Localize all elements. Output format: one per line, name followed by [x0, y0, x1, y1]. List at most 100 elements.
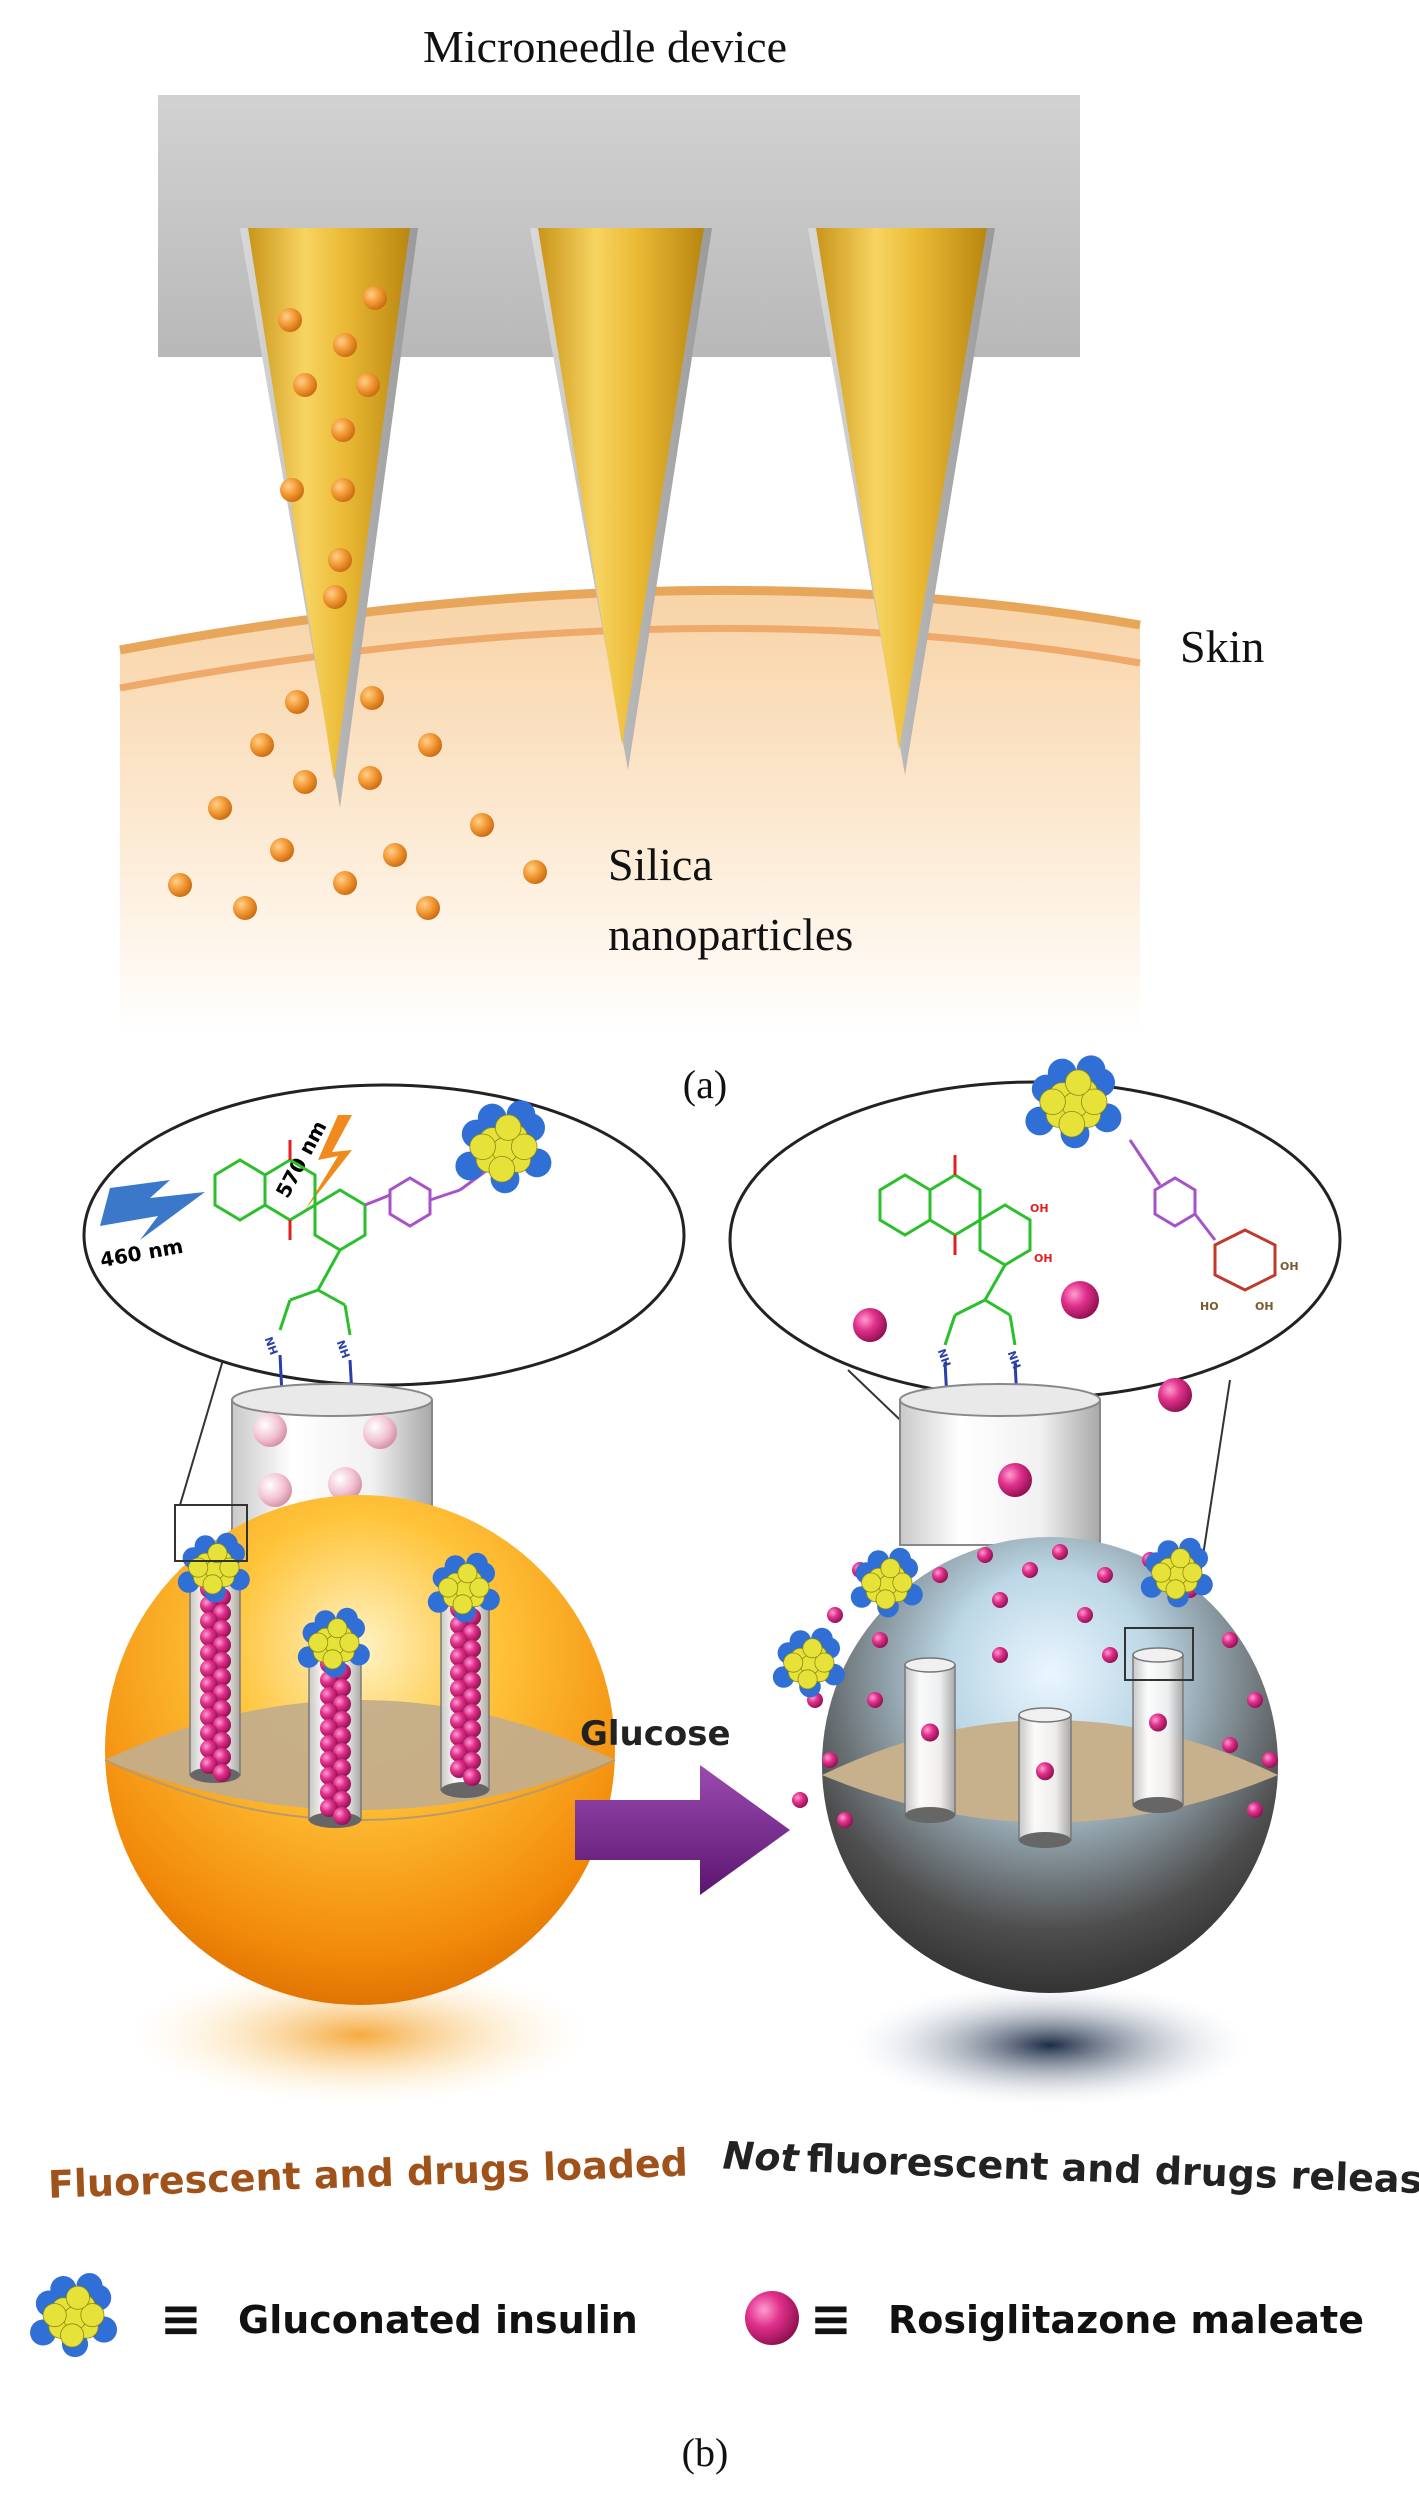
legend-drug-label: Rosiglitazone maleate: [888, 2298, 1364, 2342]
silica-nanoparticle: [280, 478, 304, 502]
silica-nanoparticle: [208, 796, 232, 820]
released-drug: [1222, 1737, 1238, 1753]
silica-nanoparticles: [168, 286, 547, 920]
insulin-yellow-blob: [797, 1669, 818, 1690]
released-drug: [1222, 1632, 1238, 1648]
insulin-yellow-blob: [469, 1133, 496, 1161]
insulin-yellow-blob: [1039, 1088, 1066, 1116]
legend-equiv-1: ≡: [160, 2290, 202, 2348]
insulin-yellow-blob: [322, 1649, 343, 1670]
silica-nanoparticle: [416, 896, 440, 920]
released-probe-molecule: [878, 1155, 1032, 1346]
released-drug: [867, 1692, 883, 1708]
hydroxyl-label-1: OH: [1030, 1202, 1049, 1215]
left-glow: [130, 1965, 590, 2105]
loaded-drug: [463, 1688, 481, 1706]
silica-nanoparticle: [331, 478, 355, 502]
loaded-drug: [463, 1768, 481, 1786]
pore-base: [441, 1782, 489, 1798]
glucose-label: Glucose: [580, 1714, 731, 1754]
right-caption-rest: fluorescent and drugs release: [806, 2137, 1419, 2203]
inset-drug-4: [998, 1463, 1032, 1497]
insulin-yellow-blob: [80, 2303, 105, 2328]
loaded-drug: [200, 1660, 218, 1678]
nanoparticles-label-line2: nanoparticles: [608, 909, 853, 960]
right-zoom-inset: OH OH OH OH HO NH NH: [728, 1055, 1342, 1641]
insulin-yellow-blob: [188, 1557, 209, 1578]
insulin-yellow-blob: [1080, 1088, 1108, 1116]
right-caption-prefix: Not: [722, 2134, 801, 2181]
silica-nanoparticle: [270, 838, 294, 862]
silica-nanoparticle: [418, 733, 442, 757]
loaded-drug: [463, 1656, 481, 1674]
loaded-drug: [213, 1620, 231, 1638]
blue-light-bolt-icon: [100, 1180, 205, 1240]
loaded-drug: [333, 1807, 351, 1825]
insulin-yellow-blob: [65, 2285, 90, 2310]
insulin-yellow-blob: [438, 1577, 459, 1598]
loaded-drug: [463, 1704, 481, 1722]
loaded-drug: [450, 1696, 468, 1714]
released-drug: [827, 1607, 843, 1623]
insulin-yellow-blob: [814, 1652, 835, 1673]
insulin-yellow-blob: [308, 1632, 329, 1653]
insulin-yellow-blob: [207, 1543, 228, 1564]
inset-drug-2: [1061, 1281, 1099, 1319]
fluorescent-probe-molecule: [213, 1140, 367, 1336]
silica-nanoparticle: [323, 585, 347, 609]
insulin-yellow-blob: [1170, 1548, 1191, 1569]
amide-label-4: NH: [1005, 1349, 1024, 1371]
silica-nanoparticle: [470, 813, 494, 837]
loaded-drug: [450, 1680, 468, 1698]
glucose-oh-2: OH: [1255, 1300, 1274, 1313]
insulin-yellow-blob: [511, 1133, 538, 1161]
pore-rim: [904, 1657, 956, 1673]
right-inset-pore: [899, 1383, 1101, 1546]
loaded-drug: [213, 1668, 231, 1686]
loaded-drug: [213, 1732, 231, 1750]
glucose-arrow: Glucose: [575, 1714, 790, 1895]
insulin-yellow-blob: [861, 1572, 882, 1593]
loaded-drug: [333, 1727, 351, 1745]
loaded-drug: [333, 1711, 351, 1729]
skin-label: Skin: [1180, 621, 1264, 672]
loaded-drug: [463, 1672, 481, 1690]
released-drug: [992, 1592, 1008, 1608]
loaded-drug: [213, 1716, 231, 1734]
legend: ≡ Gluconated insulin ≡ Rosiglitazone mal…: [30, 2273, 1364, 2358]
silica-nanoparticle: [360, 686, 384, 710]
left-zoom-inset: 460 nm 570 nm: [82, 1083, 686, 1541]
glucose-ho: HO: [1200, 1300, 1219, 1313]
legend-equiv-2: ≡: [810, 2290, 852, 2348]
silica-nanoparticle: [285, 690, 309, 714]
purple-arrow-icon: [575, 1765, 790, 1895]
device-label: Microneedle device: [423, 21, 787, 72]
amide-label-2: NH: [334, 1338, 353, 1360]
needle-1: [240, 228, 418, 808]
silica-nanoparticle: [333, 871, 357, 895]
loaded-drug: [450, 1664, 468, 1682]
loaded-drug: [213, 1748, 231, 1766]
remaining-drug: [1149, 1713, 1167, 1732]
insulin-yellow-blob: [60, 2323, 85, 2348]
loaded-drug: [320, 1799, 338, 1817]
pore-rim: [1018, 1707, 1072, 1723]
released-drug: [1262, 1752, 1278, 1768]
loaded-drug: [333, 1695, 351, 1713]
loaded-drug: [320, 1719, 338, 1737]
glucose-molecule: [1213, 1228, 1277, 1292]
released-drug: [822, 1752, 838, 1768]
silica-nanoparticle: [278, 308, 302, 332]
pore-base: [1019, 1832, 1071, 1848]
loaded-drug: [200, 1692, 218, 1710]
released-drug: [977, 1547, 993, 1563]
skin-inner-line: [119, 624, 1141, 692]
released-drug: [1247, 1802, 1263, 1818]
insulin-yellow-blob: [783, 1652, 804, 1673]
released-drug: [932, 1567, 948, 1583]
left-zoom-box: [174, 1504, 248, 1562]
amide-label-3: NH: [935, 1347, 954, 1369]
loaded-drug: [450, 1760, 468, 1778]
